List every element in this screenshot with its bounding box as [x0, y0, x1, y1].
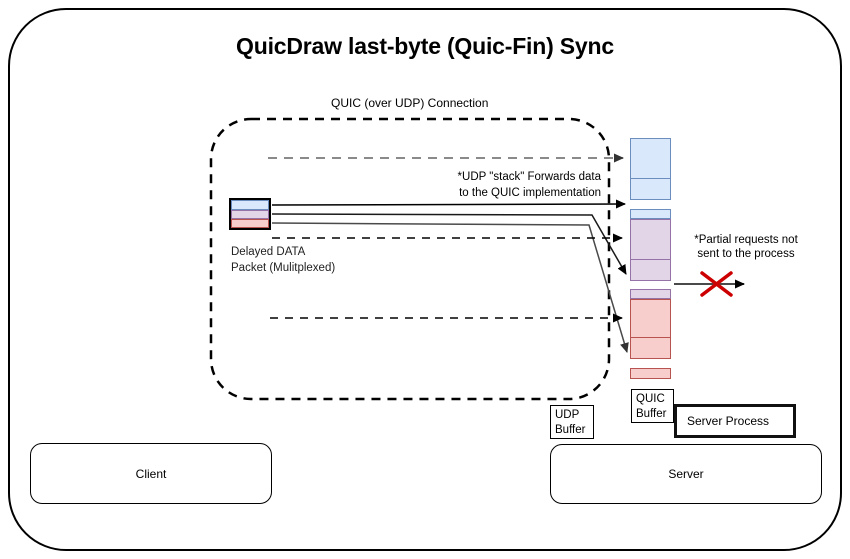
client-label: Client — [135, 466, 167, 481]
udp-stack-note-line2: to the QUIC implementation — [459, 186, 601, 199]
segment-divider — [631, 259, 670, 260]
quic-buffer-strip-purple — [630, 289, 671, 299]
udp-stack-note: *UDP "stack" Forwards data to the QUIC i… — [458, 170, 601, 201]
client-node: Client — [30, 443, 272, 504]
partial-requests-note-line2: sent to the process — [697, 248, 795, 260]
quic-buffer-strip-blue — [630, 209, 671, 219]
udp-buffer-label-line1: UDP — [555, 409, 580, 421]
quic-connection-label: QUIC (over UDP) Connection — [331, 96, 489, 110]
quic-buffer-segment-blue — [630, 138, 671, 200]
packet-strip-blue — [231, 200, 269, 210]
quic-buffer-label-box: QUIC Buffer — [631, 389, 674, 423]
quic-buffer-segment-red — [630, 299, 671, 359]
delayed-packet-note: Delayed DATA Packet (Mulitplexed) — [231, 245, 335, 276]
delayed-data-packet — [229, 198, 271, 230]
udp-buffer-label-box: UDP Buffer — [550, 405, 594, 439]
quic-buffer-label-line1: QUIC — [636, 393, 665, 405]
partial-requests-note-line1: *Partial requests not — [694, 234, 798, 246]
udp-buffer-label-line2: Buffer — [555, 423, 586, 436]
server-label: Server — [668, 467, 704, 481]
server-process-label: Server Process — [687, 414, 770, 428]
quic-buffer-label-line2: Buffer — [636, 407, 667, 420]
segment-divider — [631, 337, 670, 338]
packet-strip-purple — [231, 210, 269, 219]
server-process-box: Server Process — [674, 404, 796, 438]
delayed-packet-note-line1: Delayed DATA — [231, 246, 306, 258]
udp-stack-note-line1: *UDP "stack" Forwards data — [457, 171, 601, 183]
delayed-packet-note-line2: Packet (Mulitplexed) — [231, 261, 336, 274]
quic-buffer-strip-red — [630, 368, 671, 379]
quic-buffer-segment-purple — [630, 219, 671, 281]
partial-requests-note: *Partial requests not sent to the proces… — [686, 233, 806, 261]
packet-strip-red — [231, 219, 269, 228]
diagram-title: QuicDraw last-byte (Quic-Fin) Sync — [236, 33, 614, 59]
server-node: Server — [550, 444, 822, 504]
segment-divider — [631, 178, 670, 179]
